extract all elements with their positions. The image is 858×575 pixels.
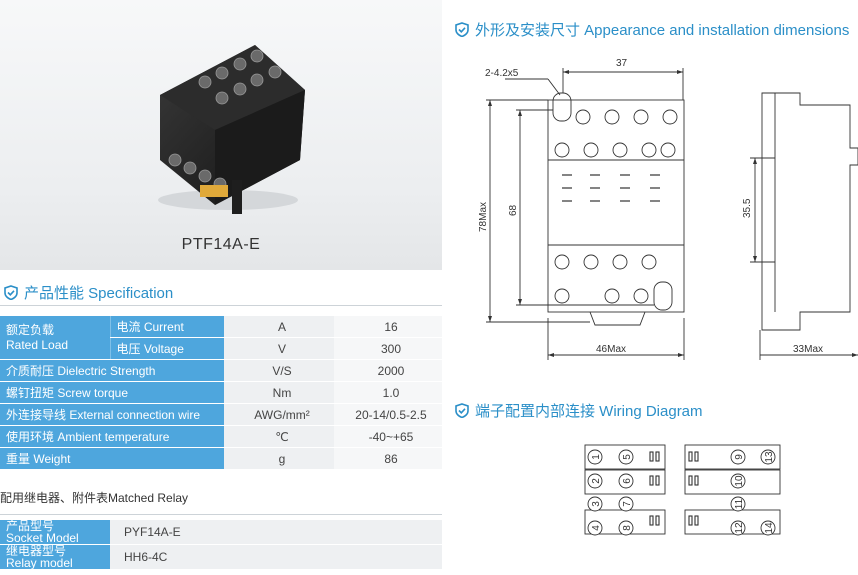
width-top-dimension: 37: [616, 58, 628, 69]
terminal-number: 1: [591, 454, 602, 460]
terminal-number: 2: [591, 478, 602, 484]
terminal-number: 12: [734, 522, 745, 534]
dimensions-title: 外形及安装尺寸 Appearance and installation dime…: [475, 22, 850, 39]
shield-check-icon: [4, 285, 18, 300]
terminal-number: 8: [622, 525, 633, 531]
label-cn: 继电器型号: [6, 544, 67, 558]
table-row: 外连接导线 External connection wire AWG/mm² 2…: [0, 403, 442, 426]
specification-heading: 产品性能 Specification: [4, 282, 173, 303]
terminal-number: 13: [764, 451, 775, 463]
terminal-number: 9: [734, 454, 745, 460]
table-row: 重量 Weight g 86: [0, 447, 442, 470]
height-max-dimension: 78Max: [478, 202, 489, 232]
row-unit: V: [224, 337, 334, 360]
wiring-heading: 端子配置内部连接 Wiring Diagram: [455, 400, 703, 421]
table-row: 电压 Voltage V 300: [0, 337, 442, 360]
terminal-number: 7: [622, 501, 633, 507]
side-view-outline: [761, 92, 858, 331]
socket-model-label: 产品型号 Socket Model: [0, 520, 110, 545]
divider: [0, 305, 442, 306]
label-en: Relay model: [6, 556, 73, 570]
row-unit: AWG/mm²: [224, 403, 334, 426]
dimensions-heading: 外形及安装尺寸 Appearance and installation dime…: [455, 19, 849, 40]
table-row: 介质耐压 Dielectric Strength V/S 2000: [0, 359, 442, 382]
relay-socket-photo: [158, 45, 305, 214]
terminal-number: 14: [764, 522, 775, 534]
row-value: 20-14/0.5-2.5: [334, 403, 442, 426]
table-row: 使用环境 Ambient temperature ℃ -40~+65: [0, 425, 442, 448]
row-value: 1.0: [334, 381, 442, 404]
terminal-number: 4: [591, 525, 602, 531]
rated-load-label: 额定负载 Rated Load: [0, 316, 110, 360]
row-value: -40~+65: [334, 425, 442, 448]
terminal-number: 3: [591, 501, 602, 507]
terminal-number: 6: [622, 478, 633, 484]
relay-model-label: 继电器型号 Relay model: [0, 544, 110, 570]
relay-model-value: HH6-4C: [110, 544, 442, 570]
divider: [0, 514, 442, 515]
row-label: 重量 Weight: [0, 447, 224, 470]
mounting-hole: [552, 92, 572, 122]
row-value: 86: [334, 447, 442, 470]
matched-relay-table: 产品型号 Socket Model PYF14A-E 继电器型号 Relay m…: [0, 520, 442, 570]
row-value: 2000: [334, 359, 442, 382]
shield-check-icon: [455, 22, 469, 37]
row-unit: ℃: [224, 425, 334, 448]
terminal-number: 5: [622, 454, 633, 460]
row-unit: g: [224, 447, 334, 470]
row-label: 外连接导线 External connection wire: [0, 403, 224, 426]
matched-relay-title: 配用继电器、附件表Matched Relay: [0, 491, 189, 505]
width-bottom-dimension: 46Max: [596, 344, 626, 355]
label-en: Socket Model: [6, 531, 79, 545]
product-photo-panel: PTF14A-E: [0, 0, 442, 270]
table-row: 额定负载 Rated Load 电流 Current A 16: [0, 316, 442, 360]
row-unit: Nm: [224, 381, 334, 404]
mount-height-dimension: 68: [508, 204, 519, 216]
front-view-outline: [547, 99, 685, 313]
hole-dimension: 2-4.2x5: [485, 68, 519, 79]
row-label: 螺钉扭矩 Screw torque: [0, 381, 224, 404]
wiring-title: 端子配置内部连接 Wiring Diagram: [475, 403, 703, 420]
depth-dimension: 33Max: [793, 344, 823, 355]
row-unit: V/S: [224, 359, 334, 382]
mounting-hole: [653, 281, 673, 311]
row-label: 介质耐压 Dielectric Strength: [0, 359, 224, 382]
row-unit: A: [224, 316, 334, 338]
product-name: PTF14A-E: [181, 236, 261, 253]
label-cn: 产品型号: [6, 519, 55, 533]
terminal-screws: [554, 109, 678, 304]
row-value: 300: [334, 337, 442, 360]
side-dimension: 35.5: [742, 198, 753, 218]
row-value: 16: [334, 316, 442, 338]
table-row: 螺钉扭矩 Screw torque Nm 1.0: [0, 381, 442, 404]
terminal-number: 10: [734, 475, 745, 487]
row-label: 使用环境 Ambient temperature: [0, 425, 224, 448]
slot-rows: [562, 174, 660, 202]
specification-table: 额定负载 Rated Load 电流 Current A 16 电压 Volta…: [0, 316, 442, 470]
table-row: 继电器型号 Relay model HH6-4C: [0, 544, 442, 570]
terminal-number: 11: [734, 498, 745, 509]
shield-check-icon: [455, 403, 469, 418]
specification-title: 产品性能 Specification: [24, 285, 174, 302]
row-label: 电压 Voltage: [109, 337, 224, 360]
socket-model-value: PYF14A-E: [110, 520, 442, 545]
row-label: 电流 Current: [109, 316, 224, 338]
table-row: 产品型号 Socket Model PYF14A-E: [0, 520, 442, 545]
